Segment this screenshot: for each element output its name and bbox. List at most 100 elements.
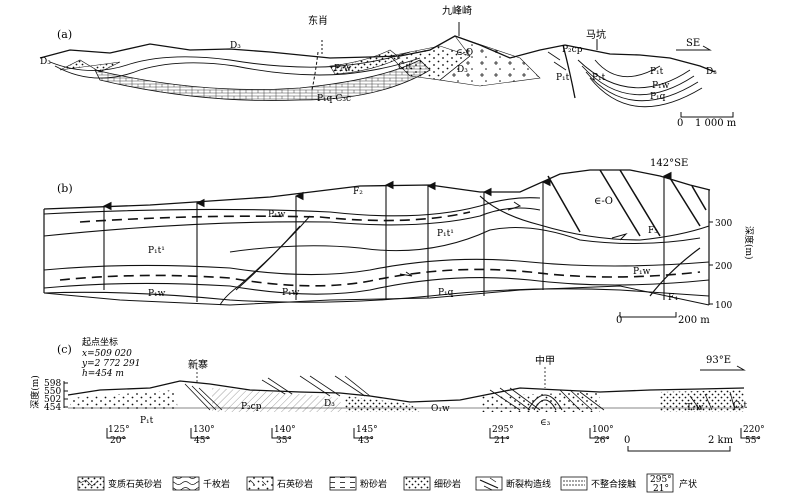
place-jiufengqi: 九峰崎 [442, 4, 472, 17]
attitude-1-symbol [106, 428, 126, 439]
legend-label-metaquartz: 变质石英砂岩 [108, 478, 162, 490]
coord-y: y=2 772 291 [81, 359, 140, 369]
motion-arrow-3 [507, 201, 522, 211]
legend-swatch-siltstone [329, 476, 357, 491]
label-c1t: C₁t [398, 62, 412, 72]
attitude-6-symbol [589, 428, 609, 439]
label-cambrian-c: ∈₃ [540, 418, 551, 428]
direction-label-a: SE [686, 38, 700, 49]
p1q-top [43, 288, 710, 303]
attitude-7: 220° 55° [740, 425, 765, 446]
p1w-top-upper [43, 197, 541, 217]
thrust-arrows-3 [334, 375, 371, 397]
attitude-4-az: 145° [356, 425, 378, 435]
legend-item-attitude: 295° 21° 产状 [646, 473, 697, 494]
attitude-1-dip: 20° [110, 436, 126, 446]
attitude-7-az: 220° [743, 425, 765, 435]
legend-label-fault: 断裂构造线 [506, 478, 551, 490]
place-xinzhai: 新寨 [188, 358, 208, 371]
label-cambro-ordovician-b: ∈-O [594, 196, 613, 207]
legend-swatch-unconformity [560, 476, 588, 491]
surface-line-c [67, 380, 745, 403]
attitude-6-dip: 26° [594, 436, 610, 446]
legend-label-attitude: 产状 [679, 478, 697, 490]
legend-item-phyllite: 千枚岩 [172, 476, 230, 491]
fault-dongxiao [311, 51, 319, 91]
p1w-top-lower [43, 207, 541, 237]
scale-c-start: 0 [624, 435, 630, 446]
strata-zhongjia-left [489, 387, 541, 411]
label-f4: F₄ [668, 293, 678, 303]
label-f2: F₂ [353, 187, 363, 197]
label-p1w-mid: P₁w [282, 288, 300, 298]
attitude-7-symbol [740, 428, 760, 439]
depth-label-200: 200 [715, 262, 732, 272]
co-fault-4 [669, 177, 701, 227]
start-title: 起点坐标 [82, 336, 118, 348]
attitude-5-az: 295° [492, 425, 514, 435]
anticline-zhongjia-inner [533, 399, 557, 411]
attitude-1: 125° 20° [106, 425, 130, 446]
depth-c-550: 550 [44, 387, 61, 397]
legend-attitude-az: 295° [650, 475, 672, 485]
scale-b-start: 0 [616, 315, 622, 326]
label-p1w: P₁w [334, 64, 352, 74]
legend-swatch-quartz-sandstone-mark [249, 479, 267, 486]
legend-item-fine-sandstone: 细砂岩 [403, 476, 461, 491]
label-p1t-b: P₁t [592, 73, 606, 83]
legend-item-fault: 断裂构造线 [475, 476, 551, 491]
strata-right [689, 391, 736, 411]
label-p1t1-left: P₁t¹ [148, 246, 165, 256]
attitude-2: 130° 45° [190, 425, 215, 446]
motion-arrow-1 [399, 271, 413, 277]
p1w-lower-dashed [59, 268, 701, 287]
place-zhongjia: 中甲 [535, 354, 555, 367]
legend-item-unconformity: 不整合接触 [560, 476, 636, 491]
syncline-1 [577, 59, 691, 89]
coord-x: x=509 020 [82, 349, 132, 359]
thrust-fault-left-2 [235, 225, 301, 291]
attitude-3-symbol [271, 428, 291, 439]
legend-swatch-metaquartz-mark [79, 479, 99, 487]
attitude-5-dip: 21° [494, 436, 510, 446]
attitude-2-az: 130° [193, 425, 215, 435]
attitude-7-dip: 55° [745, 436, 761, 446]
legend-item-quartz-sandstone: 石英砂岩 [246, 476, 313, 491]
label-p1q: P₁q [438, 288, 454, 298]
label-d3-center: D₃ [457, 65, 468, 75]
d3-fill-c [345, 396, 420, 412]
attitude-1-az: 125° [108, 425, 130, 435]
label-d3-right: D₃ [706, 67, 717, 77]
fault-makeng [562, 44, 576, 99]
base-line-b [43, 285, 710, 306]
dipping-strata-c [184, 375, 736, 411]
place-dongxiao: 东肖 [308, 14, 328, 27]
legend-label-phyllite: 千枚岩 [203, 478, 230, 490]
place-makeng: 马坑 [586, 28, 606, 41]
co-fault-3 [619, 169, 661, 237]
depth-c-454: 454 [44, 403, 61, 413]
fold-layer-a2 [54, 57, 421, 79]
attitude-3-dip: 35° [276, 436, 292, 446]
label-p1t-a: P₁t [556, 73, 570, 83]
label-p1q-right: P₁q [650, 92, 666, 102]
sandstone-lens-left [59, 59, 121, 73]
legend-swatch-unconformity-lines [563, 480, 585, 486]
attitude-5: 295° 21° [489, 425, 514, 446]
t1w-fill-c [660, 390, 744, 412]
attitude-4-symbol [353, 428, 373, 439]
legend-item-metaquartz: 变质石英砂岩 [77, 476, 162, 491]
legend-label-unconformity: 不整合接触 [591, 478, 636, 490]
p1t-fill-c [70, 390, 178, 410]
panel-b-label: (b) [57, 182, 73, 195]
surface-line-b [43, 169, 711, 210]
syncline-2 [581, 65, 695, 96]
label-d3-c: D₃ [324, 399, 335, 409]
anticline-zhongjia [527, 394, 563, 411]
depth-c-598: 598 [44, 379, 61, 389]
label-o1w-c: O₁w [431, 404, 450, 414]
label-p2cp: P₂cp [562, 45, 583, 55]
direction-arrow-a [676, 45, 712, 51]
legend-label-quartz-sandstone: 石英砂岩 [277, 478, 313, 490]
panel-b: (b) [43, 158, 755, 326]
